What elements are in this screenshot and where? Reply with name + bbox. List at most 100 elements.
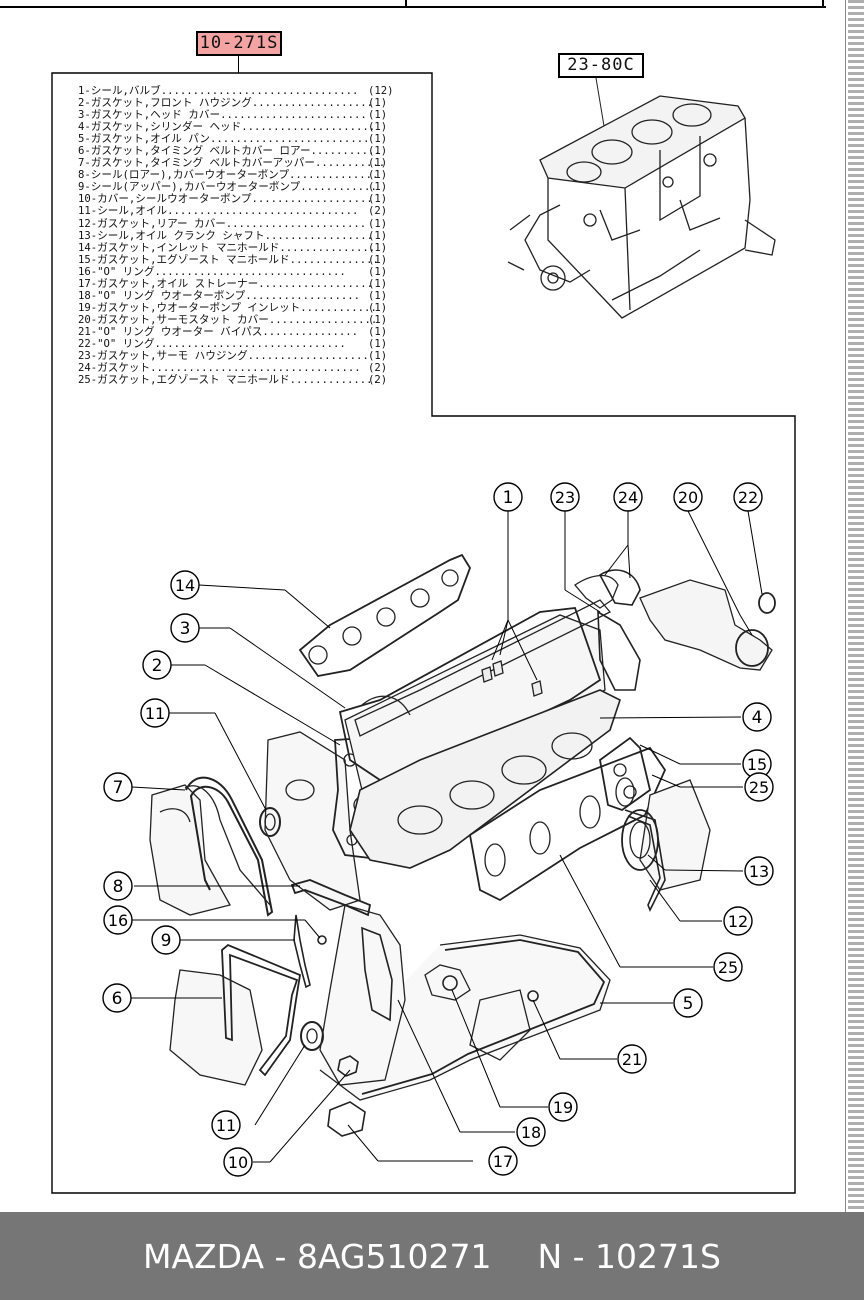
part-number: 21: [78, 325, 91, 338]
leader-dots: .................................: [150, 362, 361, 375]
callout-16: 16: [103, 905, 133, 935]
parts-list-row: 14-ガスケット,インレット マニホールド...............(1): [78, 242, 408, 254]
leader-dots: ...............: [262, 325, 358, 338]
footer-kit-code: N - 10271S: [537, 1236, 721, 1276]
parts-list-row: 5-ガスケット,オイル パン.........................(…: [78, 133, 408, 145]
callout-6: 6: [102, 983, 132, 1013]
callout-20: 20: [673, 482, 703, 512]
leader-dots: ..............................: [167, 205, 359, 218]
leader-dots: ...................: [251, 193, 373, 206]
callout-number: 13: [749, 862, 769, 881]
callout-circle: [673, 988, 703, 1018]
part-quantity: (1): [368, 241, 388, 254]
callout-circle: [103, 905, 133, 935]
part-number: 5: [78, 133, 85, 146]
scan-edge: [848, 0, 864, 1212]
reference-tag: 23-80C: [558, 53, 644, 78]
parts-list: 1-シール,バルブ...............................…: [78, 85, 408, 386]
callout-number: 16: [108, 911, 128, 930]
part-number: 11: [78, 205, 91, 218]
leader-dots: ..................: [258, 277, 374, 290]
part-name: -ガスケット,サーモスタット カバー: [90, 313, 269, 326]
callout-number: 25: [718, 958, 738, 977]
part-number: 9: [78, 181, 85, 194]
part-quantity: (1): [368, 193, 388, 206]
callout-number: 19: [553, 1098, 573, 1117]
callout-24: 24: [613, 482, 643, 512]
parts-list-row: 1-シール,バルブ...............................…: [78, 85, 408, 97]
leader-dots: .................: [264, 229, 374, 242]
leader-dots: ...........: [314, 157, 386, 170]
part-quantity: (1): [368, 325, 388, 338]
callout-number: 15: [747, 755, 767, 774]
part-number: 15: [78, 253, 91, 266]
callout-circle: [103, 871, 133, 901]
part-quantity: (1): [368, 109, 388, 122]
part-name: -シール,オイル: [90, 205, 168, 218]
part-number-leader: [238, 56, 239, 73]
callout-13: 13: [744, 856, 774, 886]
part-name: -"O" リング: [90, 265, 155, 278]
part-number: 8: [78, 169, 85, 182]
leader-dots: ............: [300, 301, 377, 314]
callout-circle: [103, 772, 133, 802]
parts-list-row: 7-ガスケット,タイミング ベルトカバーアッパー...........(1): [78, 157, 408, 169]
part-quantity: (1): [368, 277, 388, 290]
part-name: -ガスケット,タイミング ベルトカバーアッパー: [84, 157, 315, 170]
callout-9: 9: [151, 925, 181, 955]
part-quantity: (2): [368, 374, 388, 387]
leader-dots: ..............: [289, 253, 379, 266]
callout-number: 4: [752, 708, 763, 728]
part-number: 13: [78, 229, 91, 242]
part-number: 23: [78, 350, 91, 363]
callout-number: 18: [521, 1123, 541, 1142]
part-number: 12: [78, 217, 91, 230]
part-name: -ガスケット,エグゾースト マニホールド: [90, 253, 290, 266]
parts-list-row: 17-ガスケット,オイル ストレーナー..................(1): [78, 278, 408, 290]
callout-number: 1: [503, 488, 514, 508]
part-quantity: (1): [368, 289, 388, 302]
part-name: -"O" リング: [90, 337, 155, 350]
parts-list-row: 19-ガスケット,ウオーターポンプ インレット............(1): [78, 302, 408, 314]
callout-21: 21: [617, 1044, 647, 1074]
part-number: 6: [78, 145, 85, 158]
part-quantity: (1): [368, 265, 388, 278]
leader-dots: ..................: [245, 289, 361, 302]
parts-list-row: 3-ガスケット,ヘッド カバー.......................(1…: [78, 109, 408, 121]
part-name: -ガスケット: [90, 362, 151, 375]
part-name: -"O" リング ウオーター バイパス: [90, 325, 263, 338]
part-quantity: (1): [368, 217, 388, 230]
part-quantity: (2): [368, 362, 388, 375]
leader-dots: ...................: [251, 97, 374, 110]
parts-list-row: 8-シール(ロアー),カバーウオーターポンプ..............(1): [78, 169, 408, 181]
part-name: -シール,オイル クランク シャフト: [90, 229, 265, 242]
parts-list-row: 16-"O" リング..............................…: [78, 266, 408, 278]
parts-list-row: 25-ガスケット,エグゾースト マニホールド..............(2): [78, 374, 408, 386]
callout-5: 5: [673, 988, 703, 1018]
part-name: -ガスケット,サーモ ハウジング: [90, 350, 248, 363]
callout-number: 25: [749, 778, 769, 797]
callout-7: 7: [103, 772, 133, 802]
callout-number: 3: [180, 619, 191, 639]
part-number-tag: 10-271S: [196, 31, 282, 56]
callout-number: 6: [112, 989, 123, 1009]
parts-list-row: 13-シール,オイル クランク シャフト.................(1): [78, 230, 408, 242]
part-quantity: (1): [368, 133, 388, 146]
callout-11: 11: [140, 698, 170, 728]
callout-circle: [102, 983, 132, 1013]
part-number: 3: [78, 109, 85, 122]
callout-circle: [733, 482, 763, 512]
engine-block-illustration: [507, 77, 776, 319]
callout-12: 12: [723, 906, 753, 936]
part-number: 25: [78, 374, 91, 387]
callout-22: 22: [733, 482, 763, 512]
callout-1: 1: [493, 482, 523, 512]
callout-number: 20: [678, 488, 698, 507]
top-rule: [0, 6, 826, 8]
callout-23: 23: [550, 482, 580, 512]
callout-17: 17: [488, 1146, 518, 1176]
callout-circle: [151, 925, 181, 955]
footer-bar: MAZDA - 8AG510271 N - 10271S: [0, 1212, 864, 1300]
part-number: 10: [78, 193, 91, 206]
part-quantity: (1): [368, 145, 388, 158]
